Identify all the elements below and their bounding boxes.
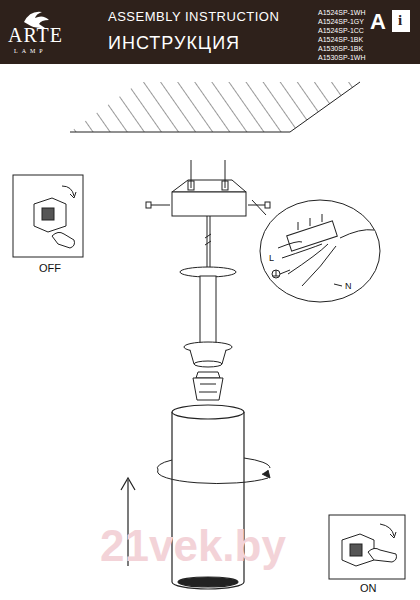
suspension-tube xyxy=(180,267,236,367)
model-number: A1524SP-1WH xyxy=(318,9,365,17)
header-title-ru: ИНСТРУКЦИЯ xyxy=(108,34,240,54)
mounting-bracket xyxy=(172,160,246,216)
suspension-cable xyxy=(205,216,211,268)
header-band xyxy=(0,0,420,64)
node-label: L xyxy=(268,254,275,264)
fixing-screws xyxy=(146,202,270,208)
switch-on-inset: ON xyxy=(328,514,408,596)
node-outline xyxy=(258,198,382,304)
rotation-arrow xyxy=(157,458,270,484)
info-icon-box xyxy=(392,10,410,32)
info-icon: i xyxy=(398,12,402,29)
watermark: 21vek.by xyxy=(100,522,286,570)
model-number: A1530SP-1BK xyxy=(318,45,363,53)
ceiling xyxy=(70,82,360,132)
model-number: A1530SP-1WH xyxy=(318,54,365,62)
brand-name: ARTE xyxy=(8,24,63,46)
info-badge xyxy=(362,6,412,56)
header-title: ASSEMBLY INSTRUCTION xyxy=(108,10,279,24)
wiring-callout: LN xyxy=(258,198,382,304)
model-number: A1524SP-1CC xyxy=(318,27,364,35)
brand-subname: LAMP xyxy=(14,48,47,55)
node-label: ON xyxy=(359,582,378,594)
node-label: N xyxy=(344,282,353,292)
switch-off-inset: OFF xyxy=(12,174,86,278)
energy-class: A xyxy=(370,10,386,34)
node-label: OFF xyxy=(38,262,62,274)
leader-line xyxy=(252,200,266,215)
gu10-bulb xyxy=(193,372,223,400)
model-number: A1524SP-1BK xyxy=(318,36,363,44)
model-number: A1524SP-1GY xyxy=(318,18,364,26)
